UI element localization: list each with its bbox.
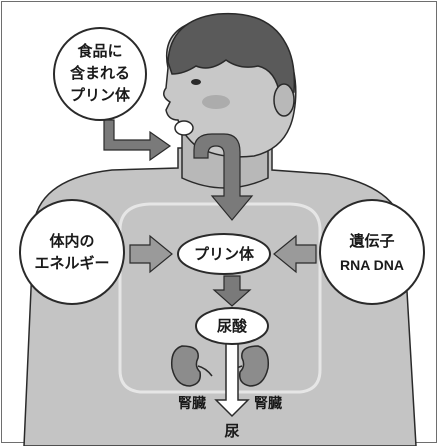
bubble-genes	[319, 199, 425, 305]
urine-label: 尿	[224, 423, 239, 440]
node-uric-acid-label: 尿酸	[217, 317, 248, 335]
kidney-right-label: 腎臓	[254, 395, 282, 411]
node-purine	[177, 233, 271, 275]
mouth	[174, 120, 194, 136]
hair	[167, 12, 296, 97]
chest-outline	[118, 202, 322, 394]
arrow-food-to-mouth	[103, 119, 172, 162]
bubble-food-line3: プリン体	[70, 86, 131, 104]
ear	[273, 83, 295, 117]
bubble-body-energy	[19, 199, 125, 305]
eye	[191, 79, 201, 85]
node-purine-label: プリン体	[194, 245, 255, 263]
bubble-body-line1: 体内の	[49, 232, 94, 250]
arrow-energy-to-purine	[129, 234, 173, 274]
arrow-mouth-to-purine	[193, 133, 254, 221]
bubble-food	[53, 27, 147, 121]
arrow-uric-acid-to-urine	[214, 341, 250, 418]
kidney-left-label: 腎臓	[178, 395, 206, 411]
bubble-body-line2: エネルギー	[34, 254, 109, 272]
bubble-food-line2: 含まれる	[70, 64, 130, 82]
bubble-genes-line2: RNA DNA	[340, 257, 404, 273]
bubble-genes-line1: 遺伝子	[348, 232, 394, 250]
arrow-genes-to-purine	[273, 234, 317, 274]
arrow-purine-to-uric-acid	[212, 275, 252, 307]
kidney-right	[227, 345, 270, 387]
cheek	[202, 95, 230, 109]
bubble-food-line1: 食品に	[77, 42, 122, 60]
node-uric-acid	[195, 307, 269, 345]
kidney-left	[170, 345, 213, 387]
